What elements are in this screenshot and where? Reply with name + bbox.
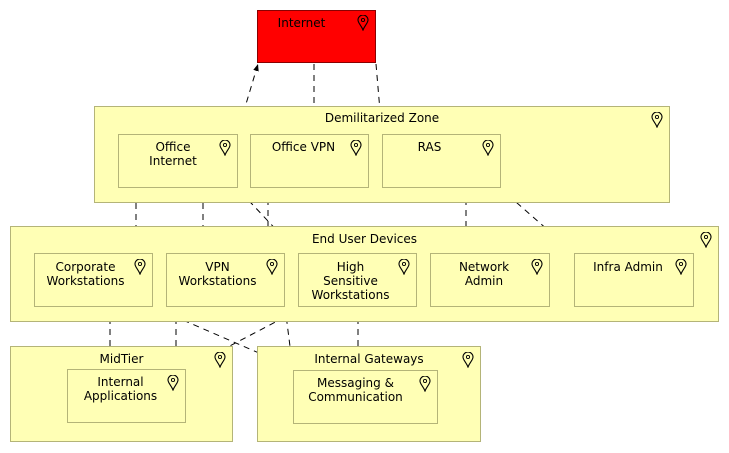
location-pin-icon: [219, 139, 231, 157]
location-pin-icon: [167, 374, 179, 392]
location-pin-icon: [675, 258, 687, 276]
node-label: Office VPN: [271, 140, 336, 154]
location-pin-icon: [357, 14, 369, 32]
node-network-admin[interactable]: Network Admin: [430, 253, 550, 307]
location-pin-icon: [700, 231, 712, 249]
location-pin-icon: [482, 139, 494, 157]
location-pin-icon: [214, 351, 226, 369]
node-label: High Sensitive Workstations: [311, 260, 390, 302]
node-internal-applications[interactable]: Internal Applications: [67, 369, 186, 423]
location-pin-icon: [134, 258, 146, 276]
location-pin-icon: [651, 111, 663, 129]
node-label: Network Admin: [458, 260, 510, 288]
location-pin-icon: [266, 258, 278, 276]
zone-label: End User Devices: [311, 232, 418, 246]
node-label: RAS: [417, 140, 442, 154]
node-label: Corporate Workstations: [46, 260, 125, 288]
node-label: Office Internet: [149, 140, 197, 168]
node-office-vpn[interactable]: Office VPN: [250, 134, 369, 188]
zone-label: MidTier: [99, 352, 144, 366]
node-label: Messaging & Communication: [308, 376, 403, 404]
node-messaging-communication[interactable]: Messaging & Communication: [293, 370, 438, 424]
node-label: VPN Workstations: [178, 260, 257, 288]
node-corporate-workstations[interactable]: Corporate Workstations: [34, 253, 153, 307]
node-label: Infra Admin: [593, 260, 663, 274]
node-high-sensitive-workstations[interactable]: High Sensitive Workstations: [298, 253, 417, 307]
node-infra-admin[interactable]: Infra Admin: [574, 253, 694, 307]
node-label: Internet: [277, 16, 326, 30]
location-pin-icon: [531, 258, 543, 276]
node-ras[interactable]: RAS: [382, 134, 501, 188]
zone-label: Demilitarized Zone: [324, 111, 440, 125]
node-internet[interactable]: Internet: [257, 10, 376, 63]
zone-label: Internal Gateways: [314, 352, 424, 366]
node-label: Internal Applications: [83, 375, 158, 403]
location-pin-icon: [462, 351, 474, 369]
node-vpn-workstations[interactable]: VPN Workstations: [166, 253, 285, 307]
location-pin-icon: [419, 375, 431, 393]
node-office-internet[interactable]: Office Internet: [118, 134, 238, 188]
location-pin-icon: [398, 258, 410, 276]
location-pin-icon: [350, 139, 362, 157]
